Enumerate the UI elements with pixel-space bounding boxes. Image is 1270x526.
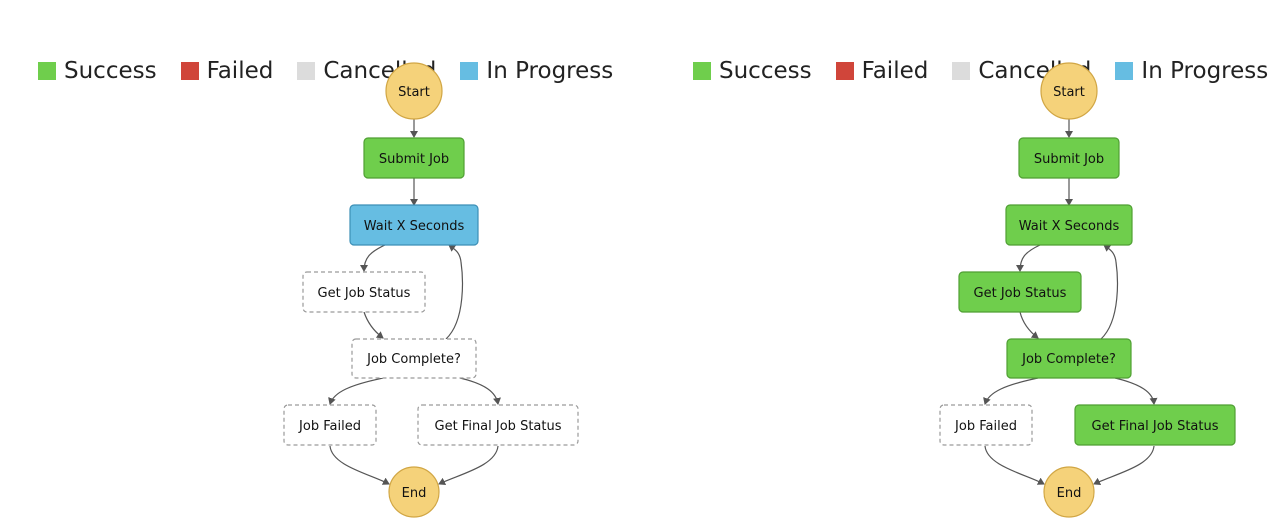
end-label: End: [1057, 486, 1082, 501]
state-get-final-job-status[interactable]: Get Final Job Status: [1074, 404, 1236, 446]
state-job-complete[interactable]: Job Complete?: [1006, 338, 1132, 379]
end-label: End: [402, 486, 427, 501]
start-label: Start: [398, 85, 430, 100]
legend-label: Failed: [206, 58, 274, 84]
state-label: Get Final Job Status: [1092, 419, 1219, 434]
legend-label: In Progress: [486, 58, 614, 84]
state-wait-x-seconds[interactable]: Wait X Seconds: [1005, 204, 1133, 246]
state-wait-x-seconds[interactable]: Wait X Seconds: [349, 204, 479, 246]
legend-label: Success: [64, 58, 157, 84]
legend-item-failed: Failed: [180, 58, 274, 84]
edge-final-end: [1093, 445, 1155, 486]
state-label: Get Job Status: [318, 286, 411, 301]
execution-graph-panel-right: Success Failed Cancelled In Progress: [635, 0, 1270, 526]
state-submit-job[interactable]: Submit Job: [363, 137, 465, 179]
failed-swatch: [835, 62, 854, 80]
in-progress-swatch: [1115, 62, 1134, 80]
state-label: Job Failed: [954, 419, 1017, 434]
state-submit-job[interactable]: Submit Job: [1018, 137, 1120, 179]
edge-complete-wait-loop: [1100, 244, 1119, 340]
state-label: Wait X Seconds: [364, 219, 465, 234]
state-label: Submit Job: [1034, 152, 1104, 167]
state-label: Get Final Job Status: [435, 419, 562, 434]
edge-getstatus-complete: [1019, 311, 1039, 339]
state-label: Submit Job: [379, 152, 449, 167]
state-get-final-job-status[interactable]: Get Final Job Status: [417, 404, 579, 446]
legend-label: In Progress: [1141, 58, 1269, 84]
edge-wait-getstatus: [360, 244, 386, 272]
edge-complete-wait-loop: [445, 244, 464, 340]
edge-complete-failed: [328, 377, 384, 405]
legend-label: Success: [719, 58, 812, 84]
legend-item-in-progress: In Progress: [1115, 58, 1268, 84]
state-get-job-status[interactable]: Get Job Status: [302, 271, 426, 313]
state-get-job-status[interactable]: Get Job Status: [958, 271, 1082, 313]
state-label: Job Complete?: [366, 352, 461, 367]
legend-item-success: Success: [38, 58, 157, 84]
in-progress-swatch: [460, 62, 479, 80]
state-machine-diagram: Start Submit Job Wait X Seconds Get Job …: [283, 62, 579, 518]
start-node: Start: [1040, 62, 1098, 120]
start-node: Start: [385, 62, 443, 120]
cancelled-swatch: [297, 62, 316, 80]
legend-label: Failed: [861, 58, 929, 84]
end-node: End: [388, 466, 440, 518]
legend-item-success: Success: [693, 58, 812, 84]
edge-wait-getstatus: [1016, 244, 1041, 272]
state-label: Job Failed: [298, 419, 361, 434]
edge-failed-end: [329, 445, 390, 485]
success-swatch: [693, 62, 711, 80]
failed-swatch: [180, 62, 199, 80]
state-label: Wait X Seconds: [1019, 219, 1120, 234]
state-job-failed[interactable]: Job Failed: [939, 404, 1033, 446]
state-machine-diagram: Start Submit Job Wait X Seconds Get Job …: [939, 62, 1236, 518]
state-job-complete[interactable]: Job Complete?: [351, 338, 477, 379]
edge-complete-failed: [983, 377, 1039, 405]
cancelled-swatch: [952, 62, 971, 80]
edge-final-end: [438, 445, 499, 486]
start-label: Start: [1053, 85, 1085, 100]
execution-graph-panel-left: Success Failed Cancelled In Progress: [38, 58, 613, 518]
success-swatch: [38, 62, 56, 80]
state-label: Job Complete?: [1021, 352, 1116, 367]
state-job-failed[interactable]: Job Failed: [283, 404, 377, 446]
state-label: Get Job Status: [974, 286, 1067, 301]
legend-item-in-progress: In Progress: [460, 58, 613, 84]
edge-failed-end: [984, 445, 1045, 485]
end-node: End: [1043, 466, 1095, 518]
edge-complete-final: [1114, 377, 1158, 405]
legend-item-failed: Failed: [835, 58, 929, 84]
edge-getstatus-complete: [363, 311, 384, 339]
edge-complete-final: [459, 377, 501, 405]
